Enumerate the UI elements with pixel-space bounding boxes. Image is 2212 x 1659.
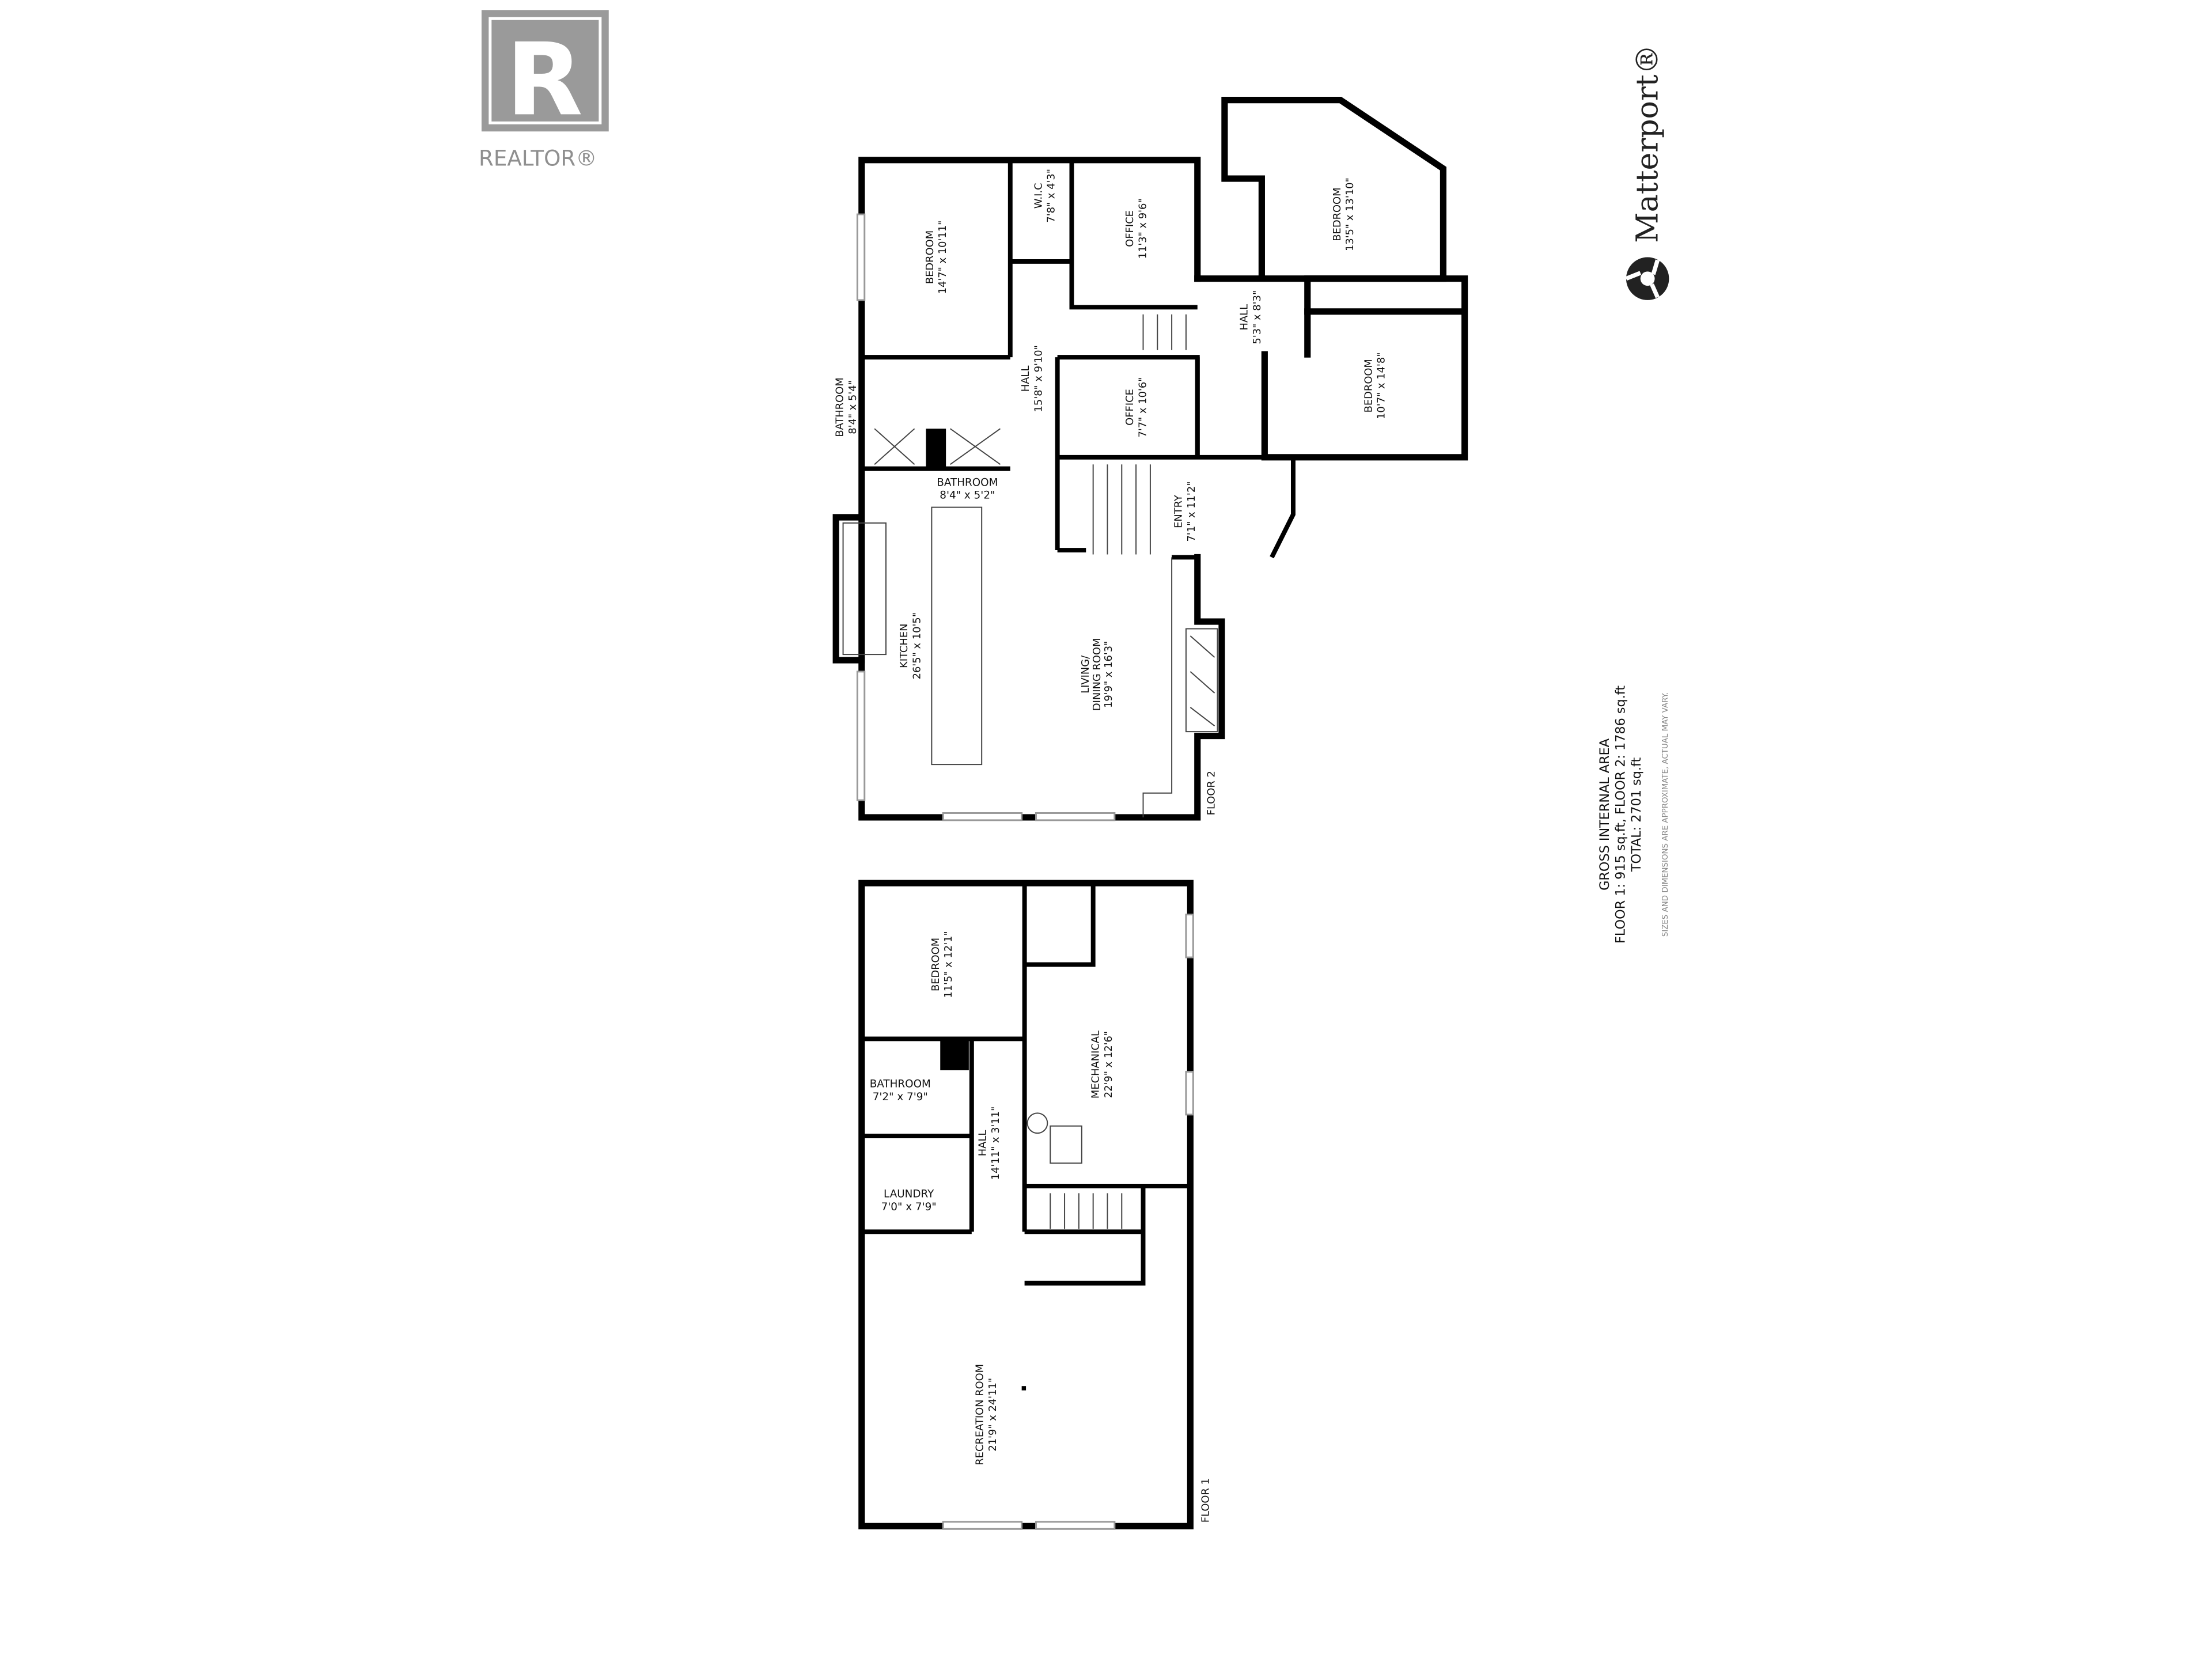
svg-text:KITCHEN26'5" x 10'5": KITCHEN26'5" x 10'5" xyxy=(898,612,923,679)
svg-text:BATHROOM8'4" x 5'4": BATHROOM8'4" x 5'4" xyxy=(834,377,859,437)
room-dims: 26'5" x 10'5" xyxy=(911,612,923,679)
svg-text:LIVING/DINING ROOM19'9" x 16'3: LIVING/DINING ROOM19'9" x 16'3" xyxy=(1080,638,1115,711)
room-dims: 19'9" x 16'3" xyxy=(1103,641,1115,708)
room-dims: 21'9" x 24'11" xyxy=(987,1378,999,1452)
room-name: BEDROOM xyxy=(930,938,942,991)
room-dims: 7'8" x 4'3" xyxy=(1046,169,1058,223)
floor-1-label: FLOOR 1 xyxy=(1200,1478,1212,1522)
svg-text:BEDROOM10'7" x 14'8": BEDROOM10'7" x 14'8" xyxy=(1362,353,1387,419)
area-disclaimer: SIZES AND DIMENSIONS ARE APPROXIMATE, AC… xyxy=(1661,692,1670,937)
svg-text:OFFICE7'7" x 10'6": OFFICE7'7" x 10'6" xyxy=(1124,377,1149,437)
room-dims: 15'8" x 9'10" xyxy=(1032,345,1044,412)
room-dims: 11'3" x 9'6" xyxy=(1137,198,1149,259)
room-dims: 7'2" x 7'9" xyxy=(873,1091,928,1103)
room-name: BATHROOM xyxy=(937,476,998,488)
svg-text:RECREATION ROOM21'9" x 24'11": RECREATION ROOM21'9" x 24'11" xyxy=(974,1364,999,1465)
area-title: GROSS INTERNAL AREA xyxy=(1597,738,1612,891)
room-name: HALL xyxy=(977,1130,989,1157)
svg-text:HALL14'11" x 3'11": HALL14'11" x 3'11" xyxy=(977,1107,1002,1180)
room-dims: 7'1" x 11'2" xyxy=(1185,482,1198,542)
room-dims: 7'0" x 7'9" xyxy=(881,1201,937,1213)
room-dims: 11'5" x 12'1" xyxy=(942,931,955,998)
room-name: OFFICE xyxy=(1124,389,1136,426)
realtor-logo: R REALTOR® xyxy=(479,10,609,171)
room-name: BEDROOM xyxy=(1331,187,1343,241)
matterport-logo-text: Matterport® xyxy=(1631,44,1665,243)
matterport-icon xyxy=(1625,257,1669,300)
svg-text:MECHANICAL22'9" x 12'6": MECHANICAL22'9" x 12'6" xyxy=(1090,1031,1115,1099)
room-name: LAUNDRY xyxy=(884,1188,934,1200)
svg-text:BEDROOM11'5" x 12'1": BEDROOM11'5" x 12'1" xyxy=(930,931,955,998)
room-name: BEDROOM xyxy=(924,230,936,284)
floor-2-plan xyxy=(832,97,1468,821)
room-name: OFFICE xyxy=(1124,210,1136,247)
area-summary: GROSS INTERNAL AREA FLOOR 1: 915 sq.ft, … xyxy=(1597,685,1670,944)
svg-text:HALL5'3" x 8'3": HALL5'3" x 8'3" xyxy=(1238,290,1263,344)
room-name: W.I.C xyxy=(1032,183,1044,209)
room-name: RECREATION ROOM xyxy=(974,1364,986,1465)
svg-text:BATHROOM8'4" x 5'2": BATHROOM 8'4" x 5'2" xyxy=(937,476,998,501)
svg-text:BEDROOM14'7" x 10'11": BEDROOM14'7" x 10'11" xyxy=(924,221,949,294)
room-dims: 10'7" x 14'8" xyxy=(1376,353,1388,419)
room-name: MECHANICAL xyxy=(1090,1031,1102,1099)
svg-text:ENTRY7'1" x 11'2": ENTRY7'1" x 11'2" xyxy=(1172,482,1197,542)
matterport-logo: Matterport® xyxy=(1625,44,1669,300)
room-name-2: DINING ROOM xyxy=(1091,638,1103,711)
svg-text:BEDROOM13'5" x 13'10": BEDROOM13'5" x 13'10" xyxy=(1331,177,1356,251)
room-name: BEDROOM xyxy=(1362,359,1374,412)
floor-2-label: FLOOR 2 xyxy=(1206,771,1218,815)
room-name: BATHROOM xyxy=(834,377,846,437)
room-dims: 5'3" x 8'3" xyxy=(1251,290,1263,344)
room-dims: 13'5" x 13'10" xyxy=(1344,177,1356,251)
svg-text:OFFICE11'3" x 9'6": OFFICE11'3" x 9'6" xyxy=(1124,198,1149,259)
floor-2-labels: BEDROOM14'7" x 10'11" W.I.C7'8" x 4'3" O… xyxy=(834,169,1388,815)
area-total: TOTAL: 2701 sq.ft xyxy=(1629,757,1644,873)
room-name: KITCHEN xyxy=(898,624,910,668)
realtor-logo-text: REALTOR® xyxy=(479,146,597,171)
svg-text:HALL15'8" x 9'10": HALL15'8" x 9'10" xyxy=(1020,345,1044,412)
floor-1-plan xyxy=(858,880,1194,1530)
room-dims: 14'7" x 10'11" xyxy=(937,221,949,294)
room-dims: 8'4" x 5'4" xyxy=(847,380,859,434)
room-name: BATHROOM xyxy=(870,1078,931,1090)
room-name: HALL xyxy=(1238,304,1251,331)
room-name: HALL xyxy=(1020,366,1032,392)
realtor-logo-letter: R xyxy=(506,21,583,138)
room-dims: 22'9" x 12'6" xyxy=(1103,1031,1115,1098)
room-name: LIVING/ xyxy=(1080,655,1092,694)
area-floors: FLOOR 1: 915 sq.ft, FLOOR 2: 1786 sq.ft xyxy=(1613,685,1628,944)
room-dims: 14'11" x 3'11" xyxy=(990,1107,1002,1180)
room-dims: 8'4" x 5'2" xyxy=(940,490,995,502)
room-name: ENTRY xyxy=(1172,495,1184,528)
room-dims: 7'7" x 10'6" xyxy=(1137,377,1149,437)
svg-text:W.I.C7'8" x 4'3": W.I.C7'8" x 4'3" xyxy=(1032,169,1057,223)
